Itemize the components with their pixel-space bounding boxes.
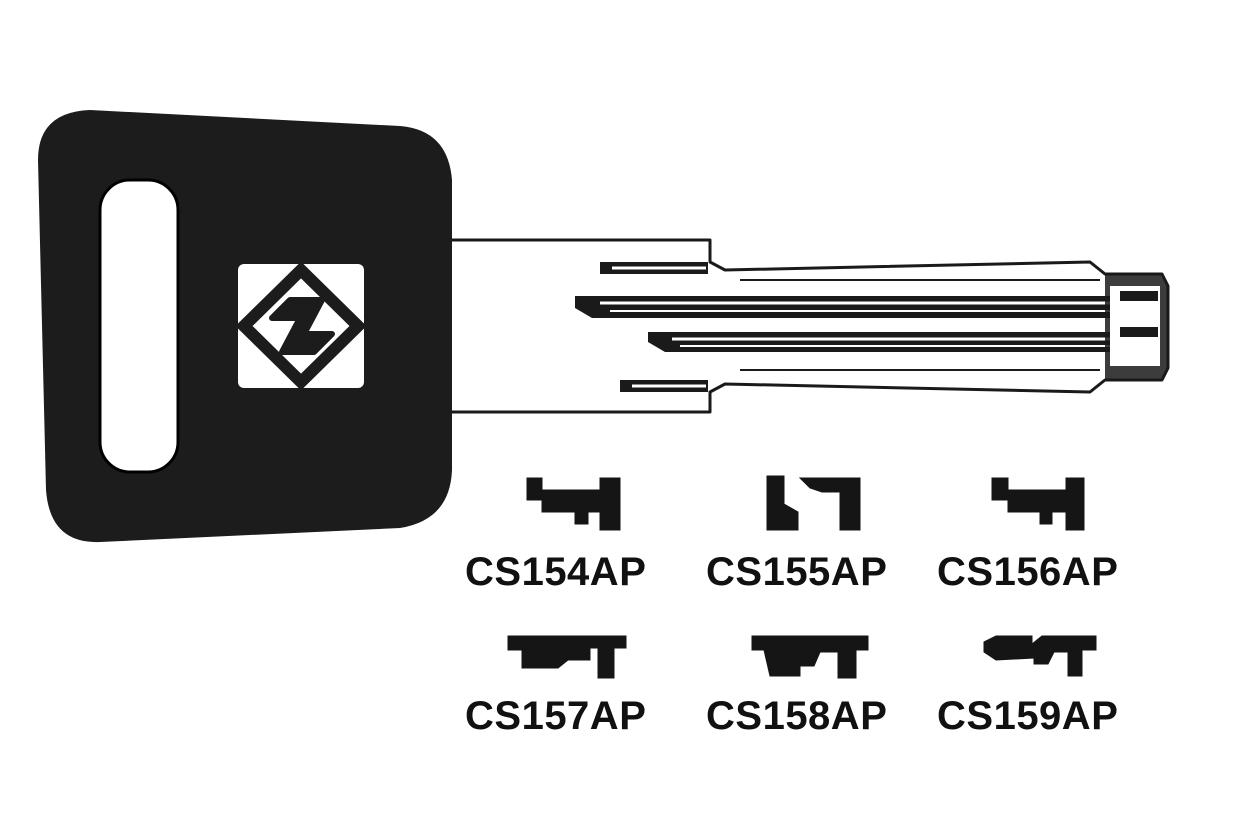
stylized-s-diamond-logo-icon bbox=[235, 261, 367, 391]
profile-shape-cs159ap bbox=[983, 635, 1097, 677]
key-head bbox=[38, 110, 452, 543]
profile-code-label: CS156AP bbox=[937, 550, 1119, 594]
profile-code-label: CS158AP bbox=[706, 694, 888, 738]
profile-shape-cs154ap bbox=[526, 477, 621, 531]
profile-code-label: CS154AP bbox=[465, 550, 647, 594]
key-ring-hole bbox=[98, 178, 180, 474]
key-blade bbox=[438, 238, 1170, 414]
profile-shape-cs158ap bbox=[751, 635, 869, 679]
profile-shape-cs156ap bbox=[991, 477, 1085, 531]
profile-shape-cs155ap bbox=[766, 475, 861, 531]
profile-code-label: CS159AP bbox=[937, 694, 1119, 738]
profile-shape-cs157ap bbox=[507, 635, 627, 679]
profile-code-label: CS155AP bbox=[706, 550, 888, 594]
profile-code-label: CS157AP bbox=[465, 694, 647, 738]
